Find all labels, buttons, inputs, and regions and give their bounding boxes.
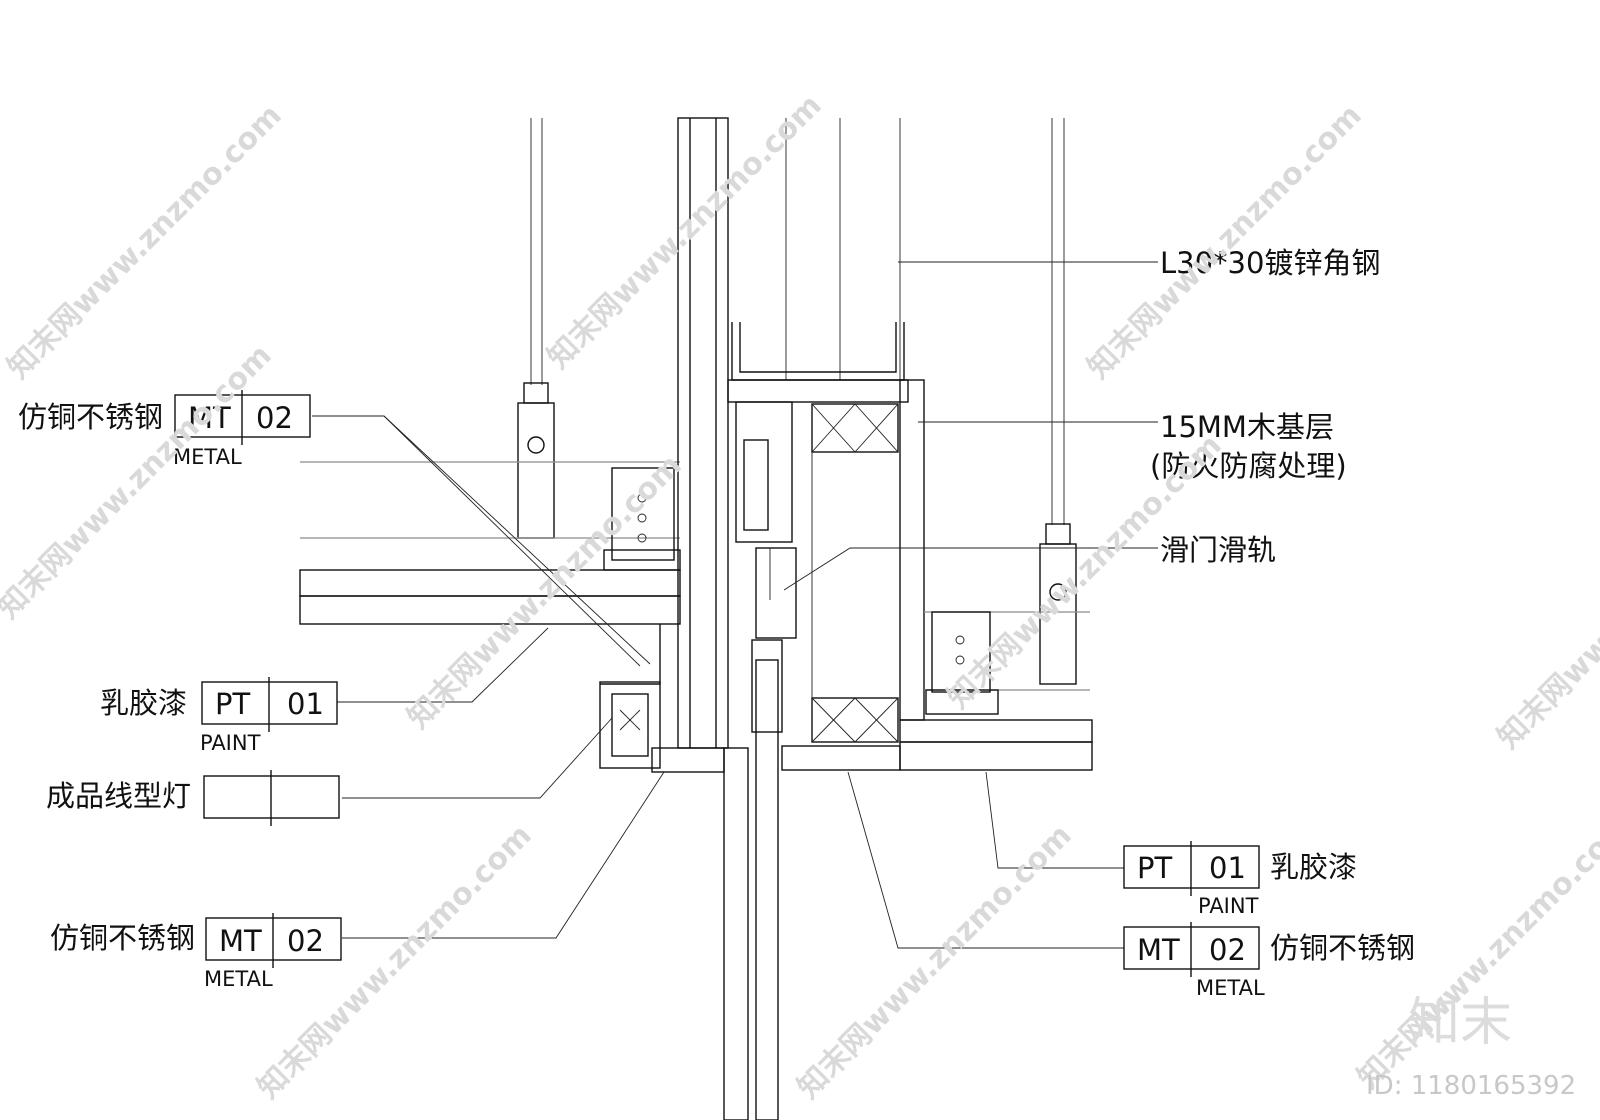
tag-code: MT: [1137, 933, 1180, 967]
tag-number: 02: [1209, 933, 1246, 967]
tag-sub: PAINT: [200, 731, 261, 755]
tag-code: PT: [1137, 851, 1172, 885]
tag-mt-left-top: 仿铜不锈钢 MT 02 METAL: [18, 390, 311, 469]
hanger-rods: [530, 118, 1065, 525]
sliding-door-panel: [755, 659, 779, 1120]
lower-wall: [723, 747, 749, 1120]
tag-sub: METAL: [204, 967, 273, 991]
tag-number: 01: [1209, 851, 1246, 885]
tag-label: 成品线型灯: [46, 779, 191, 813]
watermark-text: 知末网www.znzmo.com: [1081, 98, 1369, 386]
steel-angle-callout: L30*30镀锌角钢: [1160, 246, 1380, 280]
watermark-text: 知末网www.znzmo.com: [941, 428, 1229, 716]
right-hanger-clip: [924, 523, 1090, 715]
right-ceiling-boards: [899, 719, 1093, 771]
watermark-text: 知末网www.znzmo.com: [1, 98, 289, 386]
tag-mt-right: MT 02 METAL 仿铜不锈钢: [1123, 922, 1415, 1000]
tag-sub: METAL: [173, 445, 242, 469]
watermark-text: 知末网www.znzmo.com: [1491, 468, 1600, 756]
tag-label: 乳胶漆: [1270, 850, 1357, 884]
sliding-track-callout: 滑门滑轨: [1160, 533, 1276, 567]
left-hanger-clip: [300, 382, 681, 571]
watermark-id: ID: 1180165392: [1366, 1071, 1576, 1101]
left-ceiling-boards: [299, 569, 681, 625]
tag-label: 仿铜不锈钢: [1270, 931, 1415, 965]
section-geometry: [299, 117, 1093, 1120]
tag-label: 仿铜不锈钢: [50, 921, 195, 955]
tag-pt-right: PT 01 PAINT 乳胶漆: [1123, 841, 1357, 918]
watermark-text: 知末网www.znzmo.com: [0, 338, 279, 626]
tag-label: 仿铜不锈钢: [18, 400, 163, 434]
sliding-track: [735, 401, 797, 733]
watermark-text: 知末网www.znzmo.com: [791, 818, 1079, 1106]
tag-sub: PAINT: [1198, 894, 1259, 918]
watermark-brand: 知末: [1408, 993, 1512, 1053]
tag-code: PT: [215, 687, 250, 721]
wood-base: [727, 379, 925, 743]
tag-code: MT: [219, 924, 262, 958]
tag-light-left: 成品线型灯: [46, 770, 340, 826]
left-trim-and-light: [599, 624, 725, 773]
watermark-text: 知末网www.znzmo.com: [251, 818, 539, 1106]
tag-mt-left-bottom: 仿铜不锈钢 MT 02 METAL: [50, 913, 342, 991]
tag-number: 02: [256, 401, 293, 435]
right-trim: [781, 745, 901, 771]
wood-base-callout-line1: 15MM木基层: [1160, 410, 1334, 444]
wood-base-callout-line2: (防火防腐处理): [1150, 449, 1347, 483]
watermark-text: 知末网www.znzmo.com: [401, 448, 689, 736]
watermark-text: 知末网www.znzmo.com: [541, 88, 829, 376]
tag-number: 02: [287, 924, 324, 958]
tag-number: 01: [287, 687, 324, 721]
tag-label: 乳胶漆: [100, 686, 187, 720]
tag-pt-left: 乳胶漆 PT 01 PAINT: [100, 677, 338, 755]
tag-sub: METAL: [1196, 976, 1265, 1000]
tag-code: MT: [188, 401, 231, 435]
leader-lines: [312, 261, 1158, 949]
steel-angle-profile: [731, 322, 905, 381]
